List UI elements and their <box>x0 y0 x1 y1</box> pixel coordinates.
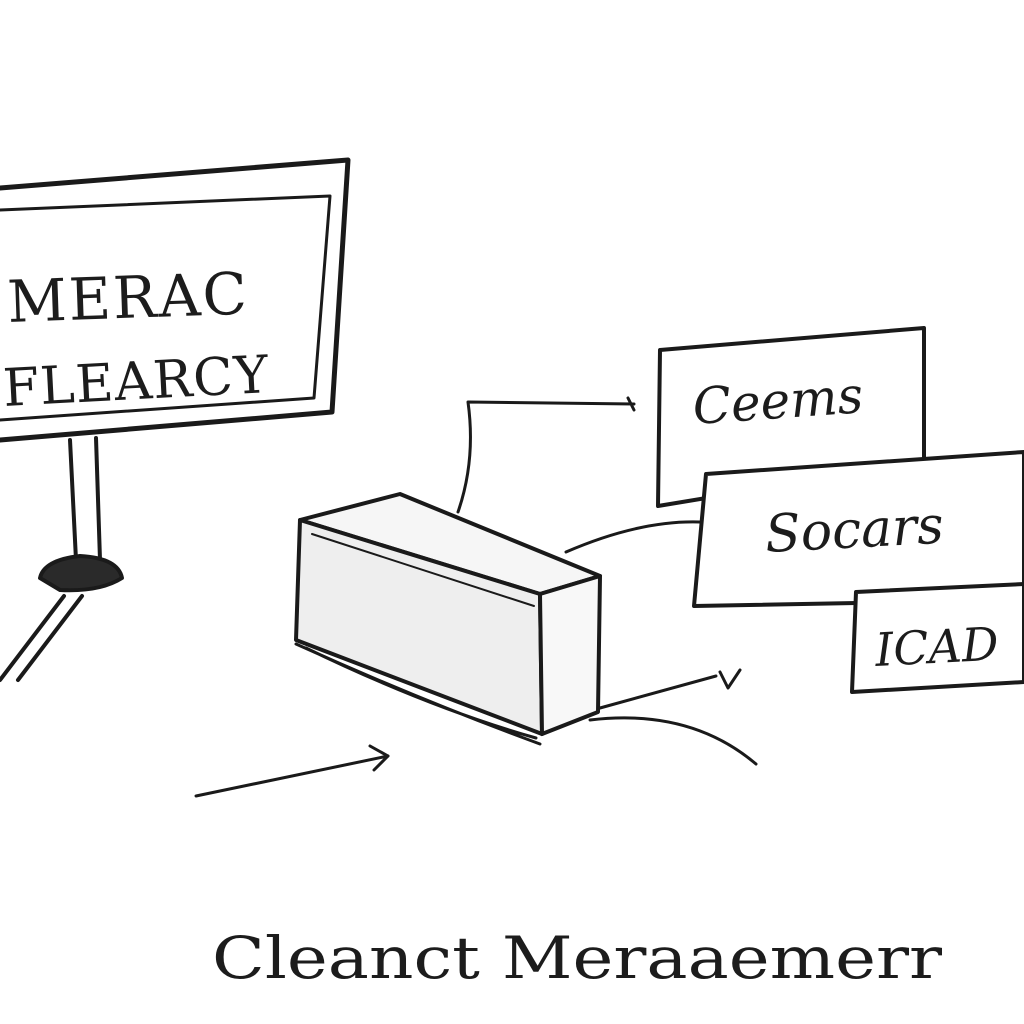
signboard-line-1: MERAC <box>6 260 250 336</box>
card-bottom-frame <box>850 582 1024 694</box>
mat-curve <box>564 520 702 554</box>
box-inner-edge <box>311 533 535 607</box>
signboard-base <box>38 554 124 593</box>
arrow-head <box>368 744 390 772</box>
signboard-line-2: FLEARCY <box>2 345 271 419</box>
card-top: Ceems <box>656 326 926 508</box>
card-bottom-label: ICAD <box>873 617 1000 677</box>
pointer-arrow <box>194 744 390 798</box>
card-bottom: ICAD <box>850 582 1024 694</box>
signboard-inner-frame <box>0 194 332 422</box>
box-side-face <box>538 574 602 736</box>
box-shadow <box>294 642 542 746</box>
ground-line <box>0 594 84 682</box>
arrow-shaft <box>194 754 390 798</box>
connector-line <box>456 396 636 514</box>
card-top-label: Ceems <box>691 366 865 436</box>
caption: Cleanct Meraaemerr <box>212 924 942 992</box>
mat-floor-curve <box>588 716 758 766</box>
box <box>294 492 602 746</box>
card-middle-frame <box>692 450 1024 608</box>
signboard: MERAC FLEARCY <box>0 157 351 682</box>
signboard-frame <box>0 157 351 443</box>
signboard-post <box>68 436 102 562</box>
card-middle: Socars <box>692 450 1024 608</box>
mat-link-line <box>598 668 742 710</box>
card-middle-label: Socars <box>764 496 946 565</box>
